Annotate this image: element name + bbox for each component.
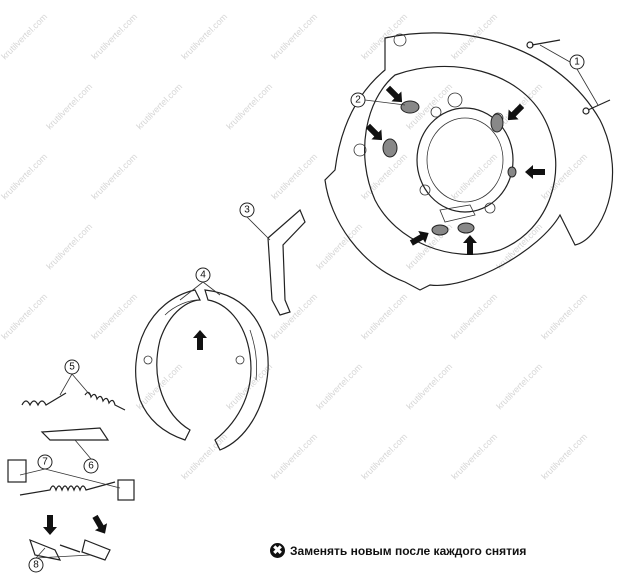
adjuster-assembly — [29, 538, 111, 561]
watermark-text: krutilvertel.com — [269, 12, 319, 62]
watermark-text: krutilvertel.com — [89, 292, 139, 342]
watermark-text: krutilvertel.com — [539, 292, 589, 342]
retainer-right — [117, 479, 135, 501]
parking-lever — [267, 208, 306, 316]
watermark-text: krutilvertel.com — [314, 362, 364, 412]
watermark-text: krutilvertel.com — [179, 432, 229, 482]
watermark-text: krutilvertel.com — [494, 222, 544, 272]
legend: ✖ Заменять новым после каждого снятия — [270, 543, 526, 558]
svg-text:6: 6 — [88, 461, 94, 472]
watermark-text: krutilvertel.com — [0, 292, 49, 342]
watermark-text: krutilvertel.com — [0, 12, 49, 62]
watermark-text: krutilvertel.com — [269, 432, 319, 482]
svg-text:5: 5 — [69, 362, 75, 373]
grease-arrow-icon — [92, 514, 108, 534]
watermark-text: krutilvertel.com — [539, 432, 589, 482]
grease-arrows — [43, 85, 545, 535]
grease-arrow-icon — [409, 230, 429, 246]
legend-text: Заменять новым после каждого снятия — [290, 543, 527, 558]
watermark-text: krutilvertel.com — [359, 12, 409, 62]
callout-5: 5 — [64, 359, 80, 375]
watermark-text: krutilvertel.com — [404, 362, 454, 412]
callout-6: 6 — [83, 458, 99, 474]
svg-text:8: 8 — [33, 560, 39, 571]
grease-arrow-icon — [43, 515, 57, 535]
callout-4: 4 — [195, 267, 211, 283]
watermark-text: krutilvertel.com — [359, 432, 409, 482]
watermark-layer: krutilvertel.com krutilvertel.com krutilve… — [0, 12, 589, 482]
watermark-text: krutilvertel.com — [44, 222, 94, 272]
callout-3: 3 — [239, 202, 255, 218]
watermark-text: krutilvertel.com — [224, 82, 274, 132]
adjuster-lever — [40, 427, 110, 441]
retainer-left — [7, 459, 27, 483]
callout-2: 2 — [350, 92, 366, 108]
callout-1: 1 — [569, 54, 585, 70]
watermark-text: krutilvertel.com — [539, 152, 589, 202]
svg-text:3: 3 — [244, 205, 250, 216]
grease-arrow-icon — [193, 330, 207, 350]
grease-arrow-icon — [525, 165, 545, 179]
grease-arrow-icon — [365, 123, 383, 141]
watermark-text: krutilvertel.com — [179, 12, 229, 62]
watermark-text: krutilvertel.com — [494, 362, 544, 412]
leader-lines — [19, 44, 599, 559]
svg-text:2: 2 — [355, 95, 361, 106]
watermark-text: krutilvertel.com — [89, 12, 139, 62]
watermark-text: krutilvertel.com — [269, 152, 319, 202]
watermark-text: krutilvertel.com — [449, 152, 499, 202]
grease-arrow-icon — [463, 235, 477, 255]
watermark-text: krutilvertel.com — [449, 292, 499, 342]
callout-8: 8 — [28, 557, 44, 573]
springs — [19, 391, 126, 496]
bolts — [526, 39, 611, 115]
grease-arrow-icon — [507, 103, 525, 121]
watermark-text: krutilvertel.com — [314, 222, 364, 272]
backing-plate — [324, 32, 614, 291]
svg-text:1: 1 — [574, 57, 580, 68]
watermark-text: krutilvertel.com — [449, 432, 499, 482]
grease-arrow-icon — [385, 85, 403, 103]
svg-text:7: 7 — [42, 457, 48, 468]
brake-shoes — [135, 289, 269, 451]
callout-7: 7 — [37, 454, 53, 470]
watermark-text: krutilvertel.com — [269, 292, 319, 342]
watermark-text: krutilvertel.com — [0, 152, 49, 202]
watermark-text: krutilvertel.com — [89, 152, 139, 202]
replace-x-icon: ✖ — [270, 543, 285, 558]
svg-text:4: 4 — [200, 270, 206, 281]
watermark-text: krutilvertel.com — [134, 82, 184, 132]
watermark-text: krutilvertel.com — [359, 292, 409, 342]
watermark-text: krutilvertel.com — [44, 82, 94, 132]
